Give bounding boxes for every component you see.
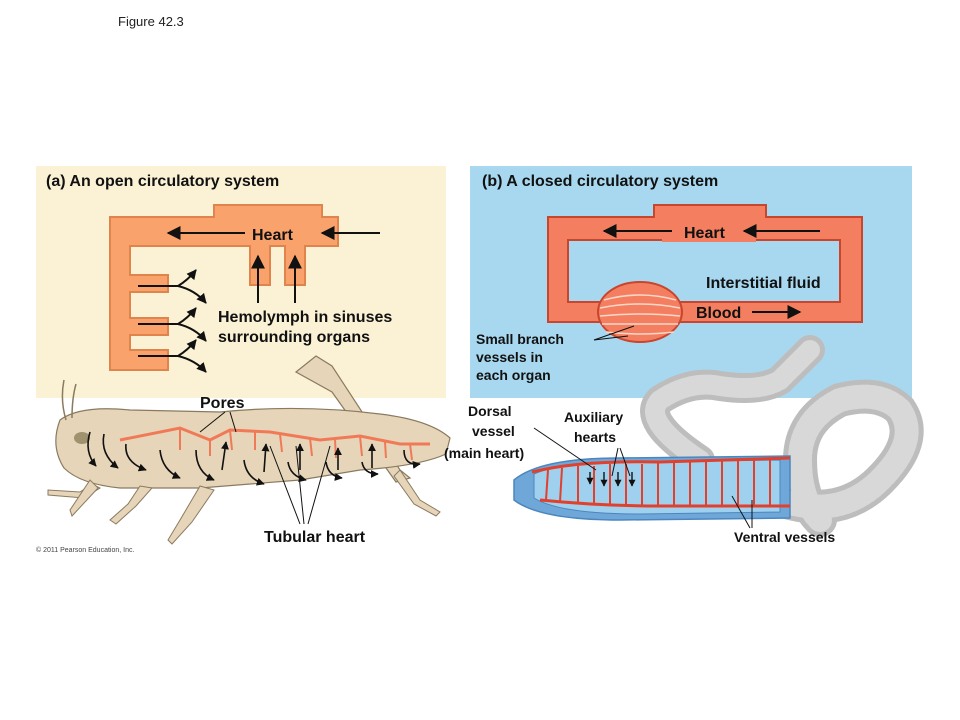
auxiliary-hearts-pointer-1 <box>611 447 619 477</box>
small-branch-label-line2: vessels in <box>476 349 543 365</box>
auxiliary-hearts-pointer-2 <box>619 447 631 477</box>
pores-pointer-2 <box>229 411 237 433</box>
small-branch-pointer-1 <box>593 325 635 341</box>
panel-b-heart-label: Heart <box>684 225 726 242</box>
dorsal-vessel-pointer <box>533 427 597 471</box>
pores-pointer-1 <box>199 411 226 433</box>
tubular-heart-label: Tubular heart <box>264 529 366 546</box>
small-branch-label-line1: Small branch <box>476 331 564 347</box>
capillary-lines <box>599 294 681 335</box>
interstitial-fluid-label: Interstitial fluid <box>706 275 821 292</box>
hemolymph-out-arrows <box>138 269 207 373</box>
blood-label: Blood <box>696 305 741 322</box>
ventral-vessels-label: Ventral vessels <box>734 529 835 545</box>
dorsal-vessel-label-line2: vessel <box>472 423 515 439</box>
ventral-vessels-pointer-1 <box>731 495 751 529</box>
panel-a-heart-label: Heart <box>252 227 294 244</box>
auxiliary-hearts-label-line2: hearts <box>574 429 616 445</box>
small-branch-pointer-2 <box>593 335 629 341</box>
dorsal-vessel-label-line3: (main heart) <box>444 445 524 461</box>
copyright-text: © 2011 Pearson Education, Inc. <box>36 546 134 554</box>
small-branch-label-line3: each organ <box>476 367 551 383</box>
panel-a-title: (a) An open circulatory system <box>46 173 279 190</box>
auxiliary-hearts-label-line1: Auxiliary <box>564 409 623 425</box>
tubular-heart-pointers <box>269 445 331 525</box>
hemolymph-label-line1: Hemolymph in sinuses <box>218 309 392 326</box>
pores-label: Pores <box>200 395 245 412</box>
dorsal-vessel-label-line1: Dorsal <box>468 403 512 419</box>
figure-label: Figure 42.3 <box>118 14 184 29</box>
hemolymph-label-line2: surrounding organs <box>218 329 370 346</box>
panel-a-background <box>36 166 446 398</box>
grasshopper-illustration <box>47 355 451 545</box>
closed-system-vessel <box>547 204 863 323</box>
panel-b-title: (b) A closed circulatory system <box>482 173 718 190</box>
earthworm-illustration <box>513 335 924 537</box>
